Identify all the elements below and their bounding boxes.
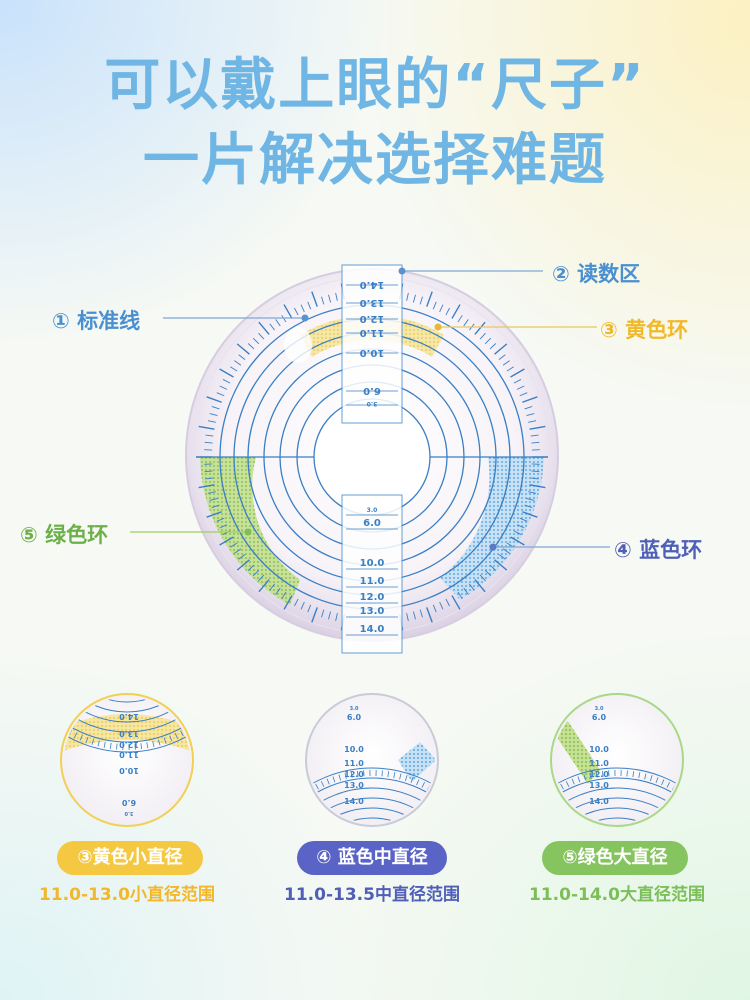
- green-range-text: 11.0-14.0大直径范围: [529, 885, 705, 905]
- blue-variant-lens: 14.0 13.0 12.0 11.0 10.0 6.03.0: [305, 693, 439, 827]
- scale-label: 3.0: [350, 706, 359, 712]
- scale-label: 10.0: [589, 745, 609, 754]
- headline-line-1: 可以戴上眼的“尺子”: [104, 53, 646, 118]
- scale-label: 14.0: [589, 797, 609, 806]
- scale-label: 10.0: [360, 558, 385, 569]
- callout-blue-ring: ④ 蓝色环: [614, 538, 703, 562]
- scale-label: 10.0: [360, 347, 385, 358]
- callout-green-ring: ⑤ 绿色环: [20, 523, 109, 547]
- scale-label: 3.0: [367, 400, 378, 407]
- blue-ring-zone: [440, 457, 544, 600]
- scale-label: 13.0: [589, 781, 609, 790]
- scale-label: 13.0: [119, 729, 139, 738]
- scale-label: 12.0: [344, 770, 364, 779]
- yellow-small-diameter-badge: ③黄色小直径: [57, 841, 203, 875]
- blue-range-text: 11.0-13.5中直径范围: [284, 885, 460, 905]
- callout-standard-line: ① 标准线: [52, 309, 141, 333]
- headline-line-2: 一片解决选择难题: [143, 128, 607, 193]
- scale-label: 11.0: [119, 750, 139, 759]
- scale-label: 13.0: [344, 781, 364, 790]
- scale-label: 13.0: [360, 606, 385, 617]
- scale-label: 11.0: [360, 576, 385, 587]
- scale-label: 6.0: [363, 518, 381, 529]
- scale-label: 11.0: [344, 759, 364, 768]
- scale-label: 11.0: [360, 327, 385, 338]
- scale-label: 12.0: [360, 592, 385, 603]
- reading-zone-top: [341, 264, 403, 424]
- scale-label: 14.0: [360, 624, 385, 635]
- scale-label: 6.0: [363, 385, 381, 396]
- scale-label: 11.0: [589, 759, 609, 768]
- scale-label: 12.0: [360, 313, 385, 324]
- scale-label: 3.0: [367, 507, 378, 514]
- scale-label: 14.0: [360, 279, 385, 290]
- scale-label: 14.0: [344, 797, 364, 806]
- green-large-diameter-badge: ⑤绿色大直径: [542, 841, 688, 875]
- scale-label: 13.0: [360, 297, 385, 308]
- yellow-range-text: 11.0-13.0小直径范围: [39, 885, 215, 905]
- scale-label: 3.0: [595, 706, 604, 712]
- scale-label: 6.0: [347, 713, 362, 722]
- scale-label: 14.0: [119, 712, 139, 721]
- callout-yellow-ring: ③ 黄色环: [600, 318, 689, 342]
- yellow-variant-lens: 14.0 13.0 12.011.0 10.0 6.0 3.0: [60, 693, 194, 827]
- reading-zone-bottom: [341, 494, 403, 654]
- callout-reading-zone: ② 读数区: [552, 262, 641, 286]
- scale-label: 10.0: [119, 766, 139, 775]
- scale-label: 12.0: [119, 740, 139, 749]
- scale-label: 12.0: [589, 770, 609, 779]
- scale-label: 10.0: [344, 745, 364, 754]
- green-variant-lens: 14.0 13.0 12.0 11.0 10.0 6.03.0: [550, 693, 684, 827]
- scale-label: 6.0: [592, 713, 607, 722]
- scale-label: 3.0: [124, 810, 133, 816]
- blue-medium-diameter-badge: ④ 蓝色中直径: [297, 841, 447, 875]
- scale-label: 6.0: [121, 798, 136, 807]
